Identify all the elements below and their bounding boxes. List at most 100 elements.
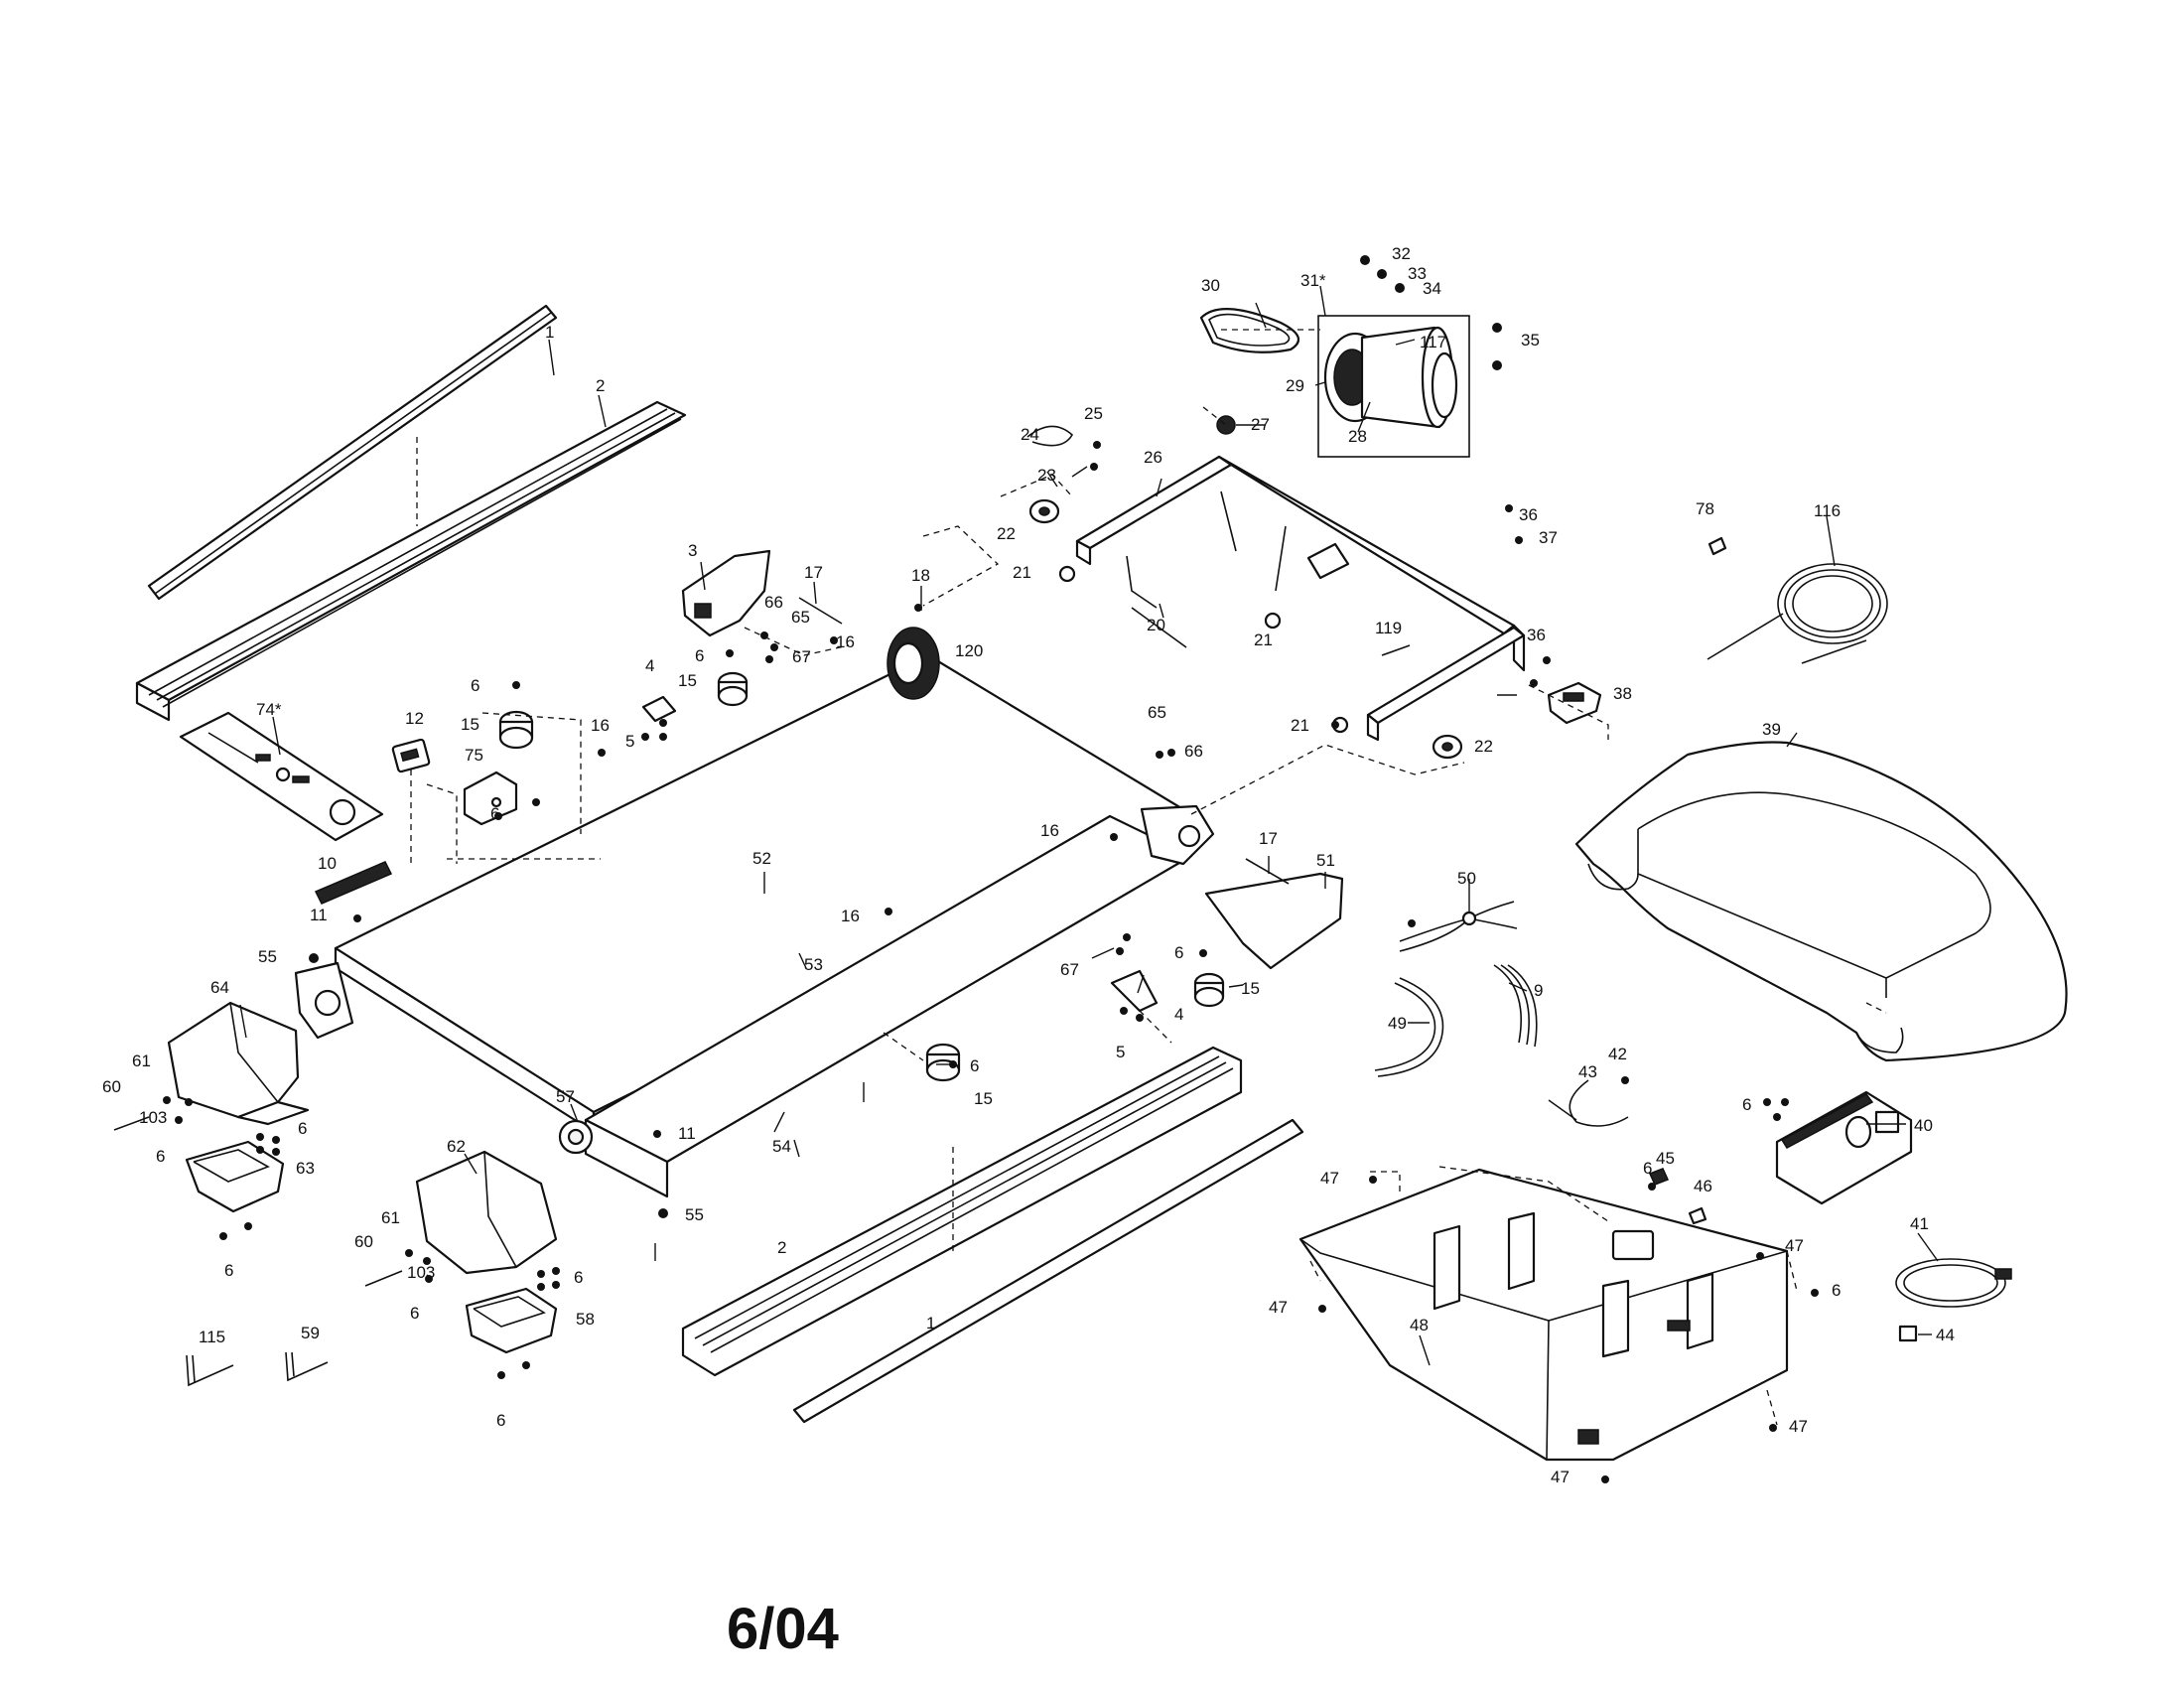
foot-63	[185, 1140, 285, 1213]
parts-kit-74	[179, 711, 384, 842]
part-46	[1688, 1206, 1707, 1225]
callout-78: 78	[1696, 499, 1714, 518]
callout-61: 61	[132, 1052, 151, 1070]
leader-lines	[239, 285, 1939, 1366]
callout-51: 51	[1316, 851, 1335, 870]
callout-16: 16	[591, 716, 610, 735]
sensor-38	[1547, 681, 1602, 725]
callout-29: 29	[1286, 376, 1304, 395]
part-78	[1707, 536, 1727, 556]
callout-6: 6	[224, 1261, 233, 1280]
nut-27	[1216, 415, 1236, 435]
callout-37: 37	[1539, 528, 1558, 547]
callout-63: 63	[296, 1159, 315, 1178]
callout-11: 11	[310, 906, 328, 924]
wire-49	[1374, 977, 1444, 1077]
motor-base-48	[1298, 1168, 1789, 1462]
callout-53: 53	[804, 955, 823, 974]
callout-22: 22	[997, 524, 1016, 543]
power-switch-44	[1898, 1325, 1918, 1342]
callout-1: 1	[926, 1314, 935, 1333]
callout-4: 4	[1174, 1005, 1183, 1024]
callout-27: 27	[1251, 415, 1270, 434]
callout-26: 26	[1144, 448, 1162, 467]
side-trim-1-right	[792, 1118, 1304, 1424]
callout-31: 31*	[1300, 271, 1326, 290]
callout-115: 115	[199, 1328, 225, 1346]
side-rail-2-left	[135, 400, 687, 722]
callout-20: 20	[1147, 616, 1165, 634]
callout-60: 60	[354, 1232, 373, 1251]
bolts-60	[113, 1116, 403, 1287]
callout-58: 58	[576, 1310, 595, 1329]
callout-39: 39	[1762, 720, 1781, 739]
callout-6: 6	[970, 1056, 979, 1075]
callout-21: 21	[1291, 716, 1309, 735]
callout-15: 15	[1241, 979, 1260, 998]
callout-6: 6	[695, 646, 704, 665]
callout-labels: 1 2 3 4 5 6 6 6 74* 12 15 75 16 17 66 65…	[102, 244, 1955, 1486]
callout-65: 65	[1148, 703, 1166, 722]
callout-34: 34	[1423, 279, 1441, 298]
callout-103: 103	[407, 1263, 435, 1282]
callout-32: 32	[1392, 244, 1411, 263]
callout-23: 23	[1037, 466, 1056, 485]
callout-3: 3	[688, 541, 697, 560]
callout-38: 38	[1613, 684, 1632, 703]
callout-6: 6	[496, 1411, 505, 1430]
callout-6: 6	[156, 1147, 165, 1166]
front-roller-bracket	[1140, 804, 1215, 866]
callout-66: 66	[764, 593, 783, 612]
callout-21: 21	[1013, 563, 1031, 582]
rear-left-bracket	[294, 961, 354, 1040]
callout-47: 47	[1269, 1298, 1288, 1317]
callout-55: 55	[258, 947, 277, 966]
side-rail-2-right	[681, 1046, 1243, 1377]
callout-47: 47	[1551, 1468, 1570, 1486]
callout-103: 103	[139, 1108, 167, 1127]
hex-key-59	[285, 1351, 329, 1382]
callout-33: 33	[1408, 264, 1427, 283]
callout-119: 119	[1375, 619, 1402, 637]
nut-21-b	[1264, 612, 1282, 630]
callout-60: 60	[102, 1077, 121, 1096]
assembly-guide-lines	[426, 329, 1887, 1426]
callout-15: 15	[974, 1089, 993, 1108]
part-10	[314, 861, 393, 905]
callout-4: 4	[645, 656, 654, 675]
wire-43	[1569, 1079, 1629, 1127]
callout-22: 22	[1474, 737, 1493, 756]
part-12	[391, 738, 431, 773]
callout-17: 17	[1259, 829, 1278, 848]
callout-6: 6	[574, 1268, 583, 1287]
front-roller-pulley-120	[887, 627, 940, 700]
callout-25: 25	[1084, 404, 1103, 423]
callout-6: 6	[471, 676, 479, 695]
callout-36: 36	[1519, 505, 1538, 524]
callout-59: 59	[301, 1324, 320, 1342]
callout-120: 120	[955, 641, 983, 660]
callout-16: 16	[1040, 821, 1059, 840]
cushion-15-c	[925, 1043, 961, 1082]
callout-48: 48	[1410, 1316, 1429, 1334]
cushion-15-a	[498, 710, 534, 750]
motor-hood-39	[1574, 741, 2068, 1062]
callout-49: 49	[1388, 1014, 1407, 1033]
callout-52: 52	[752, 849, 771, 868]
cushion-15-d	[1193, 972, 1225, 1008]
callout-46: 46	[1694, 1177, 1712, 1195]
part-45	[1648, 1168, 1670, 1186]
callout-5: 5	[625, 732, 634, 751]
callout-54: 54	[772, 1137, 791, 1156]
endcap-62	[415, 1150, 558, 1275]
callout-65: 65	[791, 608, 810, 627]
callout-2: 2	[596, 376, 605, 395]
upright-bracket-3	[681, 549, 771, 637]
callout-45: 45	[1656, 1149, 1675, 1168]
callout-47: 47	[1785, 1236, 1804, 1255]
drive-motor-31	[1317, 315, 1470, 458]
wheel-22-a	[1028, 498, 1060, 524]
callout-15: 15	[678, 671, 697, 690]
frame-26	[1075, 455, 1526, 742]
callout-67: 67	[792, 647, 811, 666]
